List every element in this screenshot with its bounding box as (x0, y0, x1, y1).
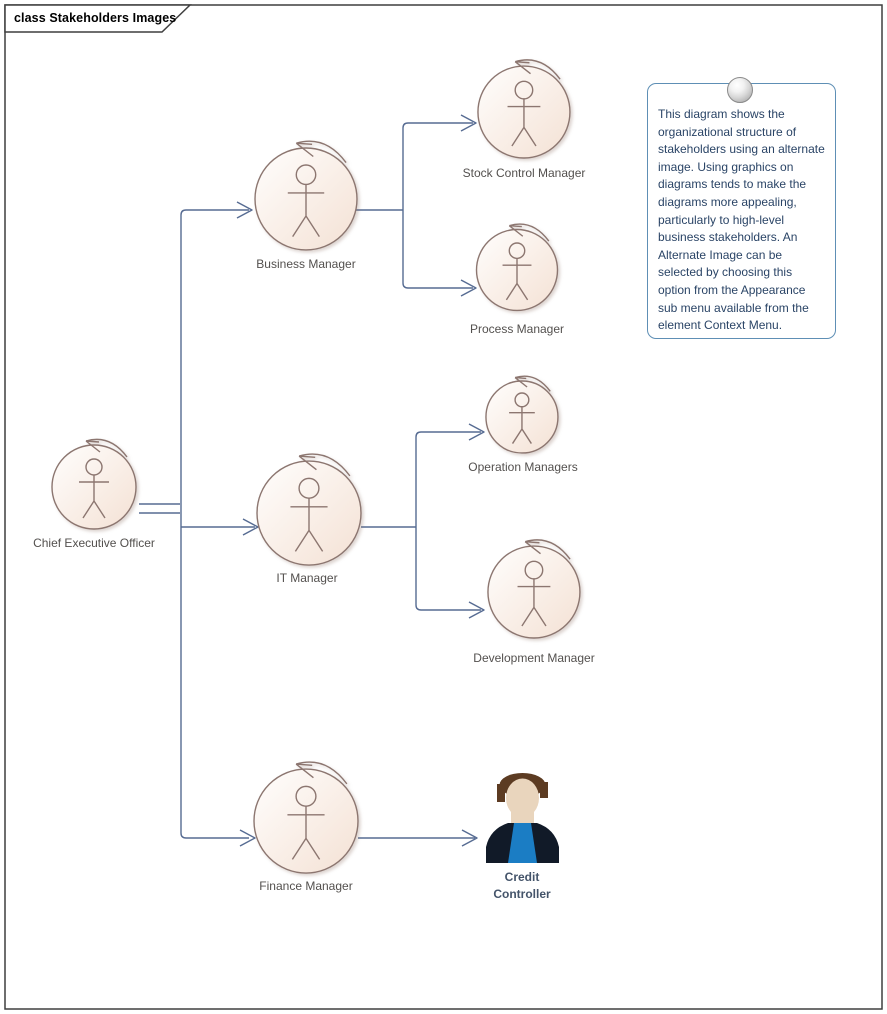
actor-node-process-manager[interactable] (475, 223, 559, 312)
connectors-business-manager-to-reports[interactable] (356, 114, 477, 297)
arrow-into-process-manager (460, 279, 477, 297)
person-shirt (508, 823, 537, 863)
label-process-manager: Process Manager (469, 322, 565, 336)
label-development-manager: Development Manager (473, 651, 595, 665)
arrow-into-it-manager (242, 518, 259, 536)
arrow-into-credit-controller (461, 829, 478, 847)
label-operation-managers: Operation Managers (468, 460, 578, 474)
person-photo-icon (486, 773, 559, 863)
connector-finance-manager-to-credit-controller[interactable] (358, 829, 478, 847)
arrow-into-business-manager (236, 201, 253, 219)
label-it-manager: IT Manager (276, 571, 338, 585)
label-ceo: Chief Executive Officer (33, 536, 155, 550)
label-credit-controller: Credit Controller (493, 870, 551, 901)
label-business-manager: Business Manager (256, 257, 356, 271)
arrow-into-development-manager (468, 601, 485, 619)
actor-node-business-manager[interactable] (254, 140, 358, 251)
note-text: This diagram shows the organizational st… (658, 107, 825, 333)
label-stock-control-manager: Stock Control Manager (462, 166, 586, 180)
person-hair-left (497, 784, 505, 802)
actor-node-operation-managers[interactable] (485, 375, 559, 454)
arrow-into-stock-control-manager (460, 114, 477, 132)
connectors-ceo-to-managers[interactable] (139, 201, 259, 847)
credit-controller-node[interactable] (486, 773, 559, 863)
diagram-frame-title: class Stakeholders Images (14, 11, 177, 25)
arrow-into-operation-managers (468, 423, 485, 441)
diagram-frame-border (4, 4, 883, 1010)
person-hair-right (540, 782, 548, 798)
actor-node-stock-control-manager[interactable] (477, 59, 571, 159)
actor-node-finance-manager[interactable] (253, 761, 359, 874)
arrow-into-finance-manager (239, 829, 256, 847)
connectors-it-manager-to-reports[interactable] (361, 423, 485, 619)
note-element[interactable]: This diagram shows the organizational st… (647, 83, 836, 339)
diagram-frame-tab (4, 4, 192, 33)
label-finance-manager: Finance Manager (259, 879, 353, 893)
note-pin-icon (727, 77, 753, 103)
person-face (506, 778, 539, 818)
actor-node-it-manager[interactable] (256, 453, 362, 566)
actor-node-development-manager[interactable] (487, 539, 581, 639)
actor-node-ceo[interactable] (51, 438, 137, 530)
